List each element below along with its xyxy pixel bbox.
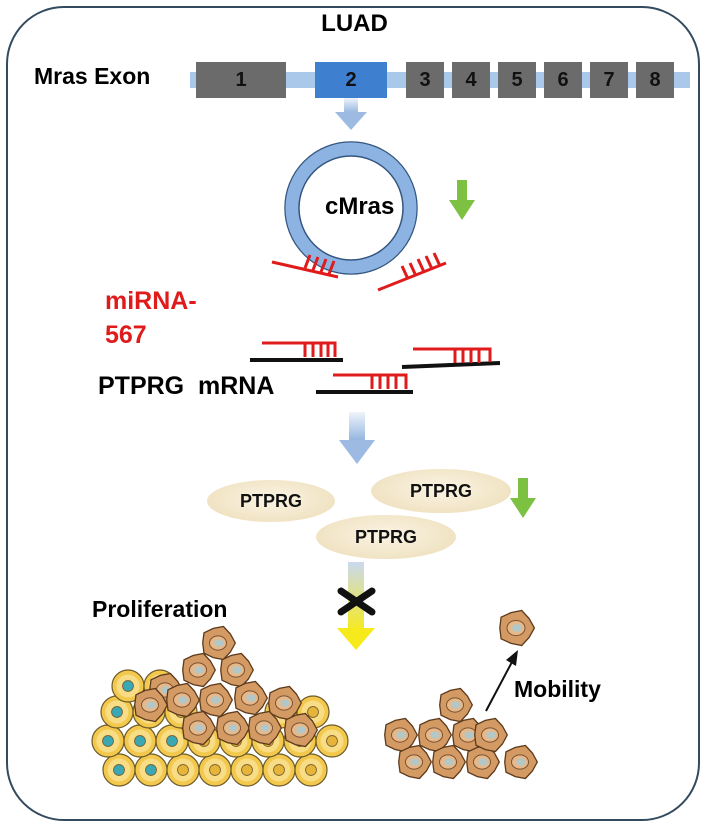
circ-rna-ring: [284, 141, 418, 275]
diagram-title: LUAD: [321, 10, 388, 37]
yellow-cell: [230, 753, 264, 787]
mrna-strand-3: [316, 373, 413, 394]
protein-down-arrow-icon: [510, 478, 536, 518]
yellow-cell: [100, 695, 134, 729]
mrna-label: PTPRG mRNA: [98, 372, 275, 400]
yellow-cell: [155, 724, 189, 758]
proliferation-label: Proliferation: [92, 596, 228, 622]
tumor-cell: [234, 680, 269, 716]
tumor-cell: [268, 685, 303, 721]
tumor-cell: [384, 717, 419, 753]
yellow-cell: [91, 724, 125, 758]
yellow-cell: [294, 753, 328, 787]
down-arrow-icon: [449, 180, 475, 220]
exon-1: 1: [196, 62, 286, 98]
tumor-cell: [499, 609, 536, 647]
exon-2: 2: [315, 62, 387, 98]
exon-3: 3: [406, 62, 444, 98]
outer-frame: [6, 6, 700, 821]
yellow-cell: [198, 753, 232, 787]
tumor-cell: [220, 652, 255, 688]
mrna-strand-1: [250, 341, 343, 362]
exon-8: 8: [636, 62, 674, 98]
mirna-sponge-left: [271, 254, 339, 279]
tumor-cell: [398, 744, 433, 780]
yellow-cell: [123, 724, 157, 758]
circ-rna-label: cMras: [325, 193, 395, 220]
mobility-arrow: [485, 650, 518, 712]
blocked-arrow: [337, 562, 376, 650]
tumor-cell: [202, 625, 237, 661]
protein-ptprg-1: PTPRG: [207, 480, 335, 522]
tumor-cell: [439, 687, 474, 723]
splice-arrow: [335, 98, 367, 130]
tumor-cell: [432, 744, 467, 780]
mrna-strand-2: [401, 347, 501, 369]
tumor-cell: [474, 717, 509, 753]
tumor-cell: [134, 687, 169, 723]
exon-label: Mras Exon: [34, 63, 151, 89]
protein-ptprg-2: PTPRG: [371, 469, 511, 513]
tumor-cell: [182, 652, 217, 688]
mirna-label-line1: miRNA-: [105, 287, 197, 315]
yellow-cell: [262, 753, 296, 787]
tumor-cell: [466, 744, 501, 780]
tumor-cell: [182, 710, 217, 746]
tumor-cell: [504, 744, 539, 780]
translation-arrow: [339, 412, 375, 464]
mobility-label: Mobility: [514, 676, 601, 702]
exon-6: 6: [544, 62, 582, 98]
tumor-cell: [418, 717, 453, 753]
yellow-cell: [315, 724, 349, 758]
tumor-cell: [284, 712, 319, 748]
protein-ptprg-3: PTPRG: [316, 515, 456, 559]
tumor-cell: [166, 682, 201, 718]
exon-4: 4: [452, 62, 490, 98]
mirna-sponge-right: [377, 252, 447, 292]
mirna-label-line2: 567: [105, 321, 147, 349]
tumor-cell: [248, 710, 283, 746]
mobility-cell-cluster: [384, 609, 539, 780]
proliferation-cell-cluster: [91, 625, 349, 787]
yellow-cell: [166, 753, 200, 787]
yellow-cell: [134, 753, 168, 787]
exon-5: 5: [498, 62, 536, 98]
yellow-cell: [296, 695, 330, 729]
exon-7: 7: [590, 62, 628, 98]
tumor-cell: [216, 710, 251, 746]
tumor-cell: [199, 682, 234, 718]
yellow-cell: [102, 753, 136, 787]
